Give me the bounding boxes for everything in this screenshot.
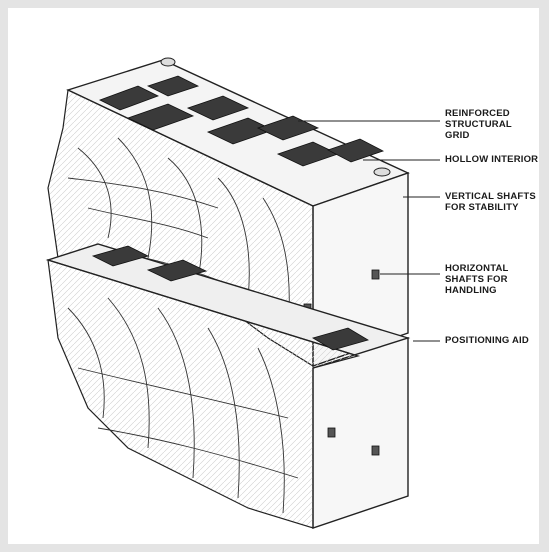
callout-reinforced-grid: REINFORCED STRUCTURAL GRID xyxy=(445,108,539,141)
callout-vertical-shafts: VERTICAL SHAFTS FOR STABILITY xyxy=(445,191,536,213)
horizontal-shaft-hole xyxy=(328,428,335,437)
callout-positioning-aid: POSITIONING AID xyxy=(445,335,529,346)
horizontal-shaft-hole xyxy=(372,446,379,455)
illustration-panel: REINFORCED STRUCTURAL GRID HOLLOW INTERI… xyxy=(8,8,539,544)
positioning-nub xyxy=(374,168,390,176)
horizontal-shaft-hole xyxy=(372,270,379,279)
positioning-nub xyxy=(161,58,175,66)
callout-hollow-interior: HOLLOW INTERIOR xyxy=(445,154,538,165)
lower-block-front-face xyxy=(313,338,408,528)
callout-horizontal-shafts: HORIZONTAL SHAFTS FOR HANDLING xyxy=(445,263,509,296)
